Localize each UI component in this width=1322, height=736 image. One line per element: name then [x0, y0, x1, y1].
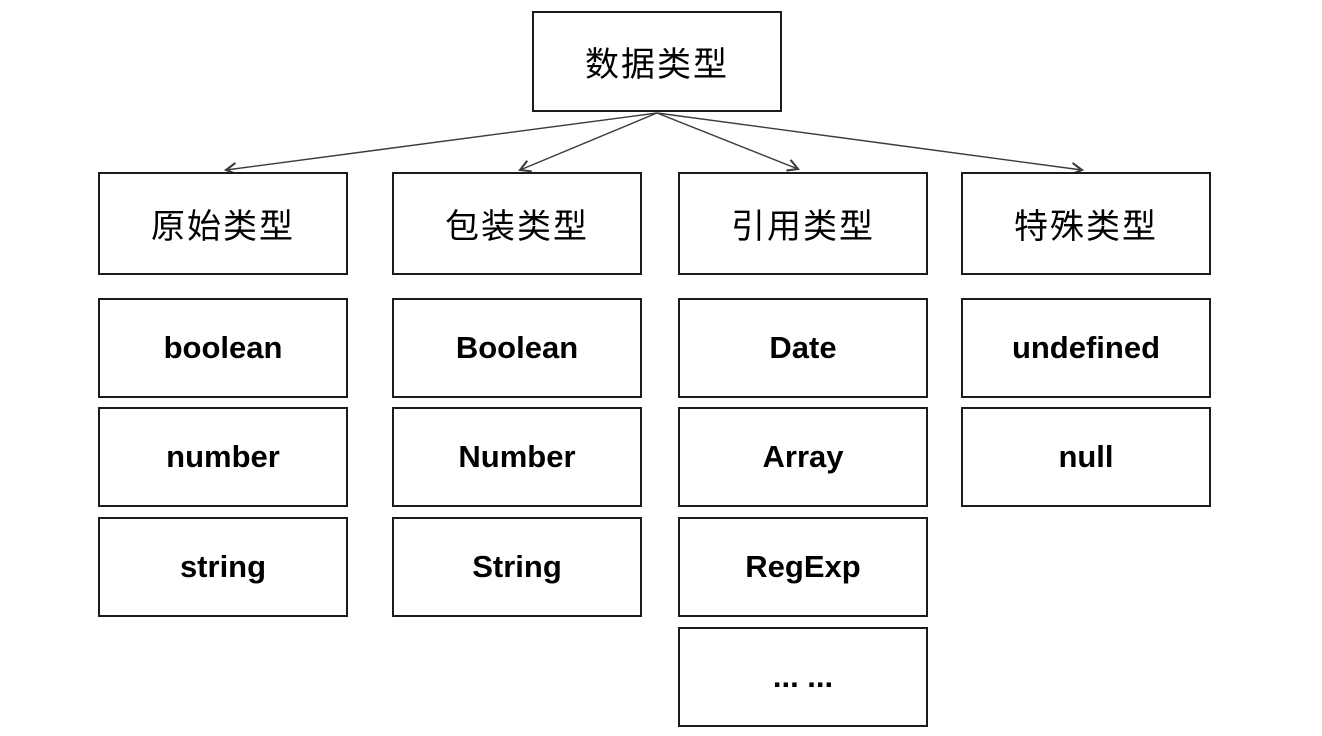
arrow-root-to-special: [656, 112, 1085, 176]
node-item-boolean-primitive: boolean: [98, 298, 348, 398]
node-header-special-types: 特殊类型: [961, 172, 1211, 275]
node-item-ellipsis: ... ...: [678, 627, 928, 727]
node-item-array: Array: [678, 407, 928, 507]
node-item-string-primitive: string: [98, 517, 348, 617]
node-item-number-wrapper: Number: [392, 407, 642, 507]
node-item-string-wrapper: String: [392, 517, 642, 617]
node-item-number-primitive: number: [98, 407, 348, 507]
arrow-root-to-wrapper: [518, 112, 658, 173]
node-header-primitive-types: 原始类型: [98, 172, 348, 275]
node-data-type-root: 数据类型: [532, 11, 782, 112]
node-item-regexp: RegExp: [678, 517, 928, 617]
arrow-root-to-reference: [656, 112, 800, 172]
node-item-undefined: undefined: [961, 298, 1211, 398]
node-header-reference-types: 引用类型: [678, 172, 928, 275]
node-header-wrapper-types: 包装类型: [392, 172, 642, 275]
arrow-root-to-primitive: [223, 112, 658, 176]
node-item-boolean-wrapper: Boolean: [392, 298, 642, 398]
node-item-null: null: [961, 407, 1211, 507]
node-item-date: Date: [678, 298, 928, 398]
